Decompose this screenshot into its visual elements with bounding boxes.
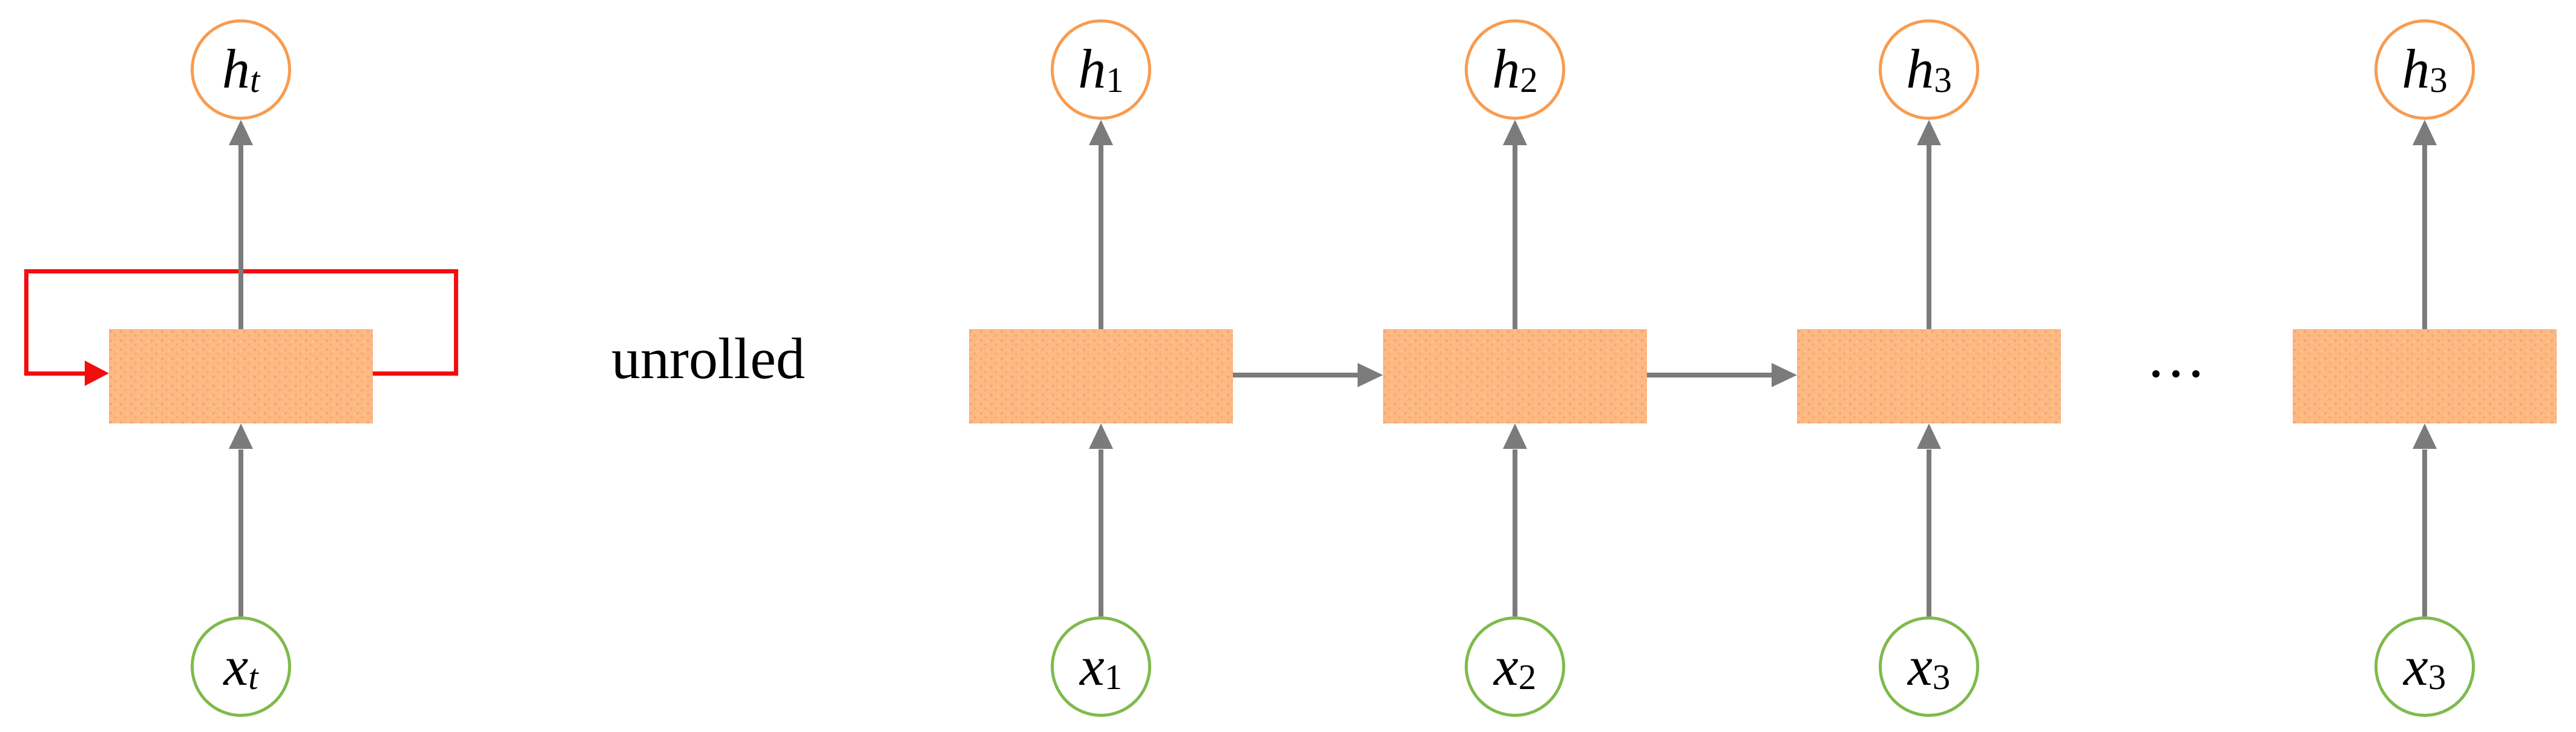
- hidden-state-label-ht: ht: [222, 38, 260, 100]
- hidden-state-node-h3: h3: [1879, 19, 1979, 120]
- hidden-state-label-h1: h1: [1078, 38, 1124, 100]
- output-arrow-h-last: [2422, 145, 2427, 329]
- rnn-cell-folded: [109, 329, 373, 423]
- input-label-x-last: x3: [2403, 635, 2446, 697]
- input-arrow-x2: [1513, 449, 1517, 616]
- input-arrow-x3: [1927, 449, 1931, 616]
- hidden-state-node-h2: h2: [1465, 19, 1565, 120]
- hidden-state-node-h1: h1: [1051, 19, 1151, 120]
- recurrent-loop-arrowhead-icon: [85, 361, 109, 386]
- hidden-state-label-h3: h3: [1906, 38, 1952, 100]
- rnn-cell-t-last: [2293, 329, 2557, 423]
- state-arrowhead-t1-t2-icon: [1358, 363, 1383, 387]
- hidden-state-node-ht: ht: [191, 19, 291, 120]
- input-node-x1: x1: [1051, 616, 1151, 717]
- output-arrowhead-h3-icon: [1917, 120, 1941, 145]
- hidden-state-node-h-last: h3: [2374, 19, 2475, 120]
- output-arrowhead-h2-icon: [1503, 120, 1527, 145]
- input-label-x2: x2: [1493, 635, 1537, 697]
- output-arrow-h1: [1099, 145, 1103, 329]
- input-arrowhead-x1-icon: [1089, 423, 1113, 449]
- input-arrowhead-x2-icon: [1503, 423, 1527, 449]
- input-node-x2: x2: [1465, 616, 1565, 717]
- input-arrow-xt: [238, 449, 243, 616]
- output-arrowhead-h1-icon: [1089, 120, 1113, 145]
- input-arrowhead-xt-icon: [229, 423, 253, 449]
- recurrent-loop-left-segment: [24, 269, 28, 376]
- input-arrowhead-x3-icon: [1917, 423, 1941, 449]
- recurrent-loop-out-segment: [373, 371, 458, 376]
- input-node-x-last: x3: [2374, 616, 2475, 717]
- hidden-state-label-h2: h2: [1492, 38, 1538, 100]
- unrolled-caption: unrolled: [611, 326, 805, 391]
- output-arrow-ht: [238, 145, 243, 329]
- input-arrow-x1: [1099, 449, 1103, 616]
- output-arrow-h2: [1513, 145, 1517, 329]
- ellipsis-dot-icon: [2172, 370, 2180, 377]
- hidden-state-label-h-last: h3: [2402, 38, 2448, 100]
- input-node-x3: x3: [1879, 616, 1979, 717]
- continuation-dots: [2152, 370, 2200, 377]
- rnn-cell-t2: [1383, 329, 1647, 423]
- input-label-xt: xt: [223, 635, 258, 697]
- input-label-x1: x1: [1079, 635, 1123, 697]
- output-arrow-h3: [1927, 145, 1931, 329]
- state-arrow-t1-t2: [1233, 373, 1358, 377]
- ellipsis-dot-icon: [2152, 370, 2160, 377]
- recurrent-loop-right-segment: [454, 269, 458, 376]
- input-label-x3: x3: [1907, 635, 1951, 697]
- rnn-cell-t1: [969, 329, 1233, 423]
- recurrent-loop-in-segment: [26, 371, 85, 376]
- input-arrowhead-x-last-icon: [2413, 423, 2437, 449]
- state-arrow-t2-t3: [1647, 373, 1772, 377]
- input-arrow-x-last: [2422, 449, 2427, 616]
- state-arrowhead-t2-t3-icon: [1772, 363, 1797, 387]
- input-node-xt: xt: [191, 616, 291, 717]
- ellipsis-dot-icon: [2192, 370, 2200, 377]
- output-arrowhead-h-last-icon: [2413, 120, 2437, 145]
- rnn-cell-t3: [1797, 329, 2061, 423]
- output-arrowhead-ht-icon: [229, 120, 253, 145]
